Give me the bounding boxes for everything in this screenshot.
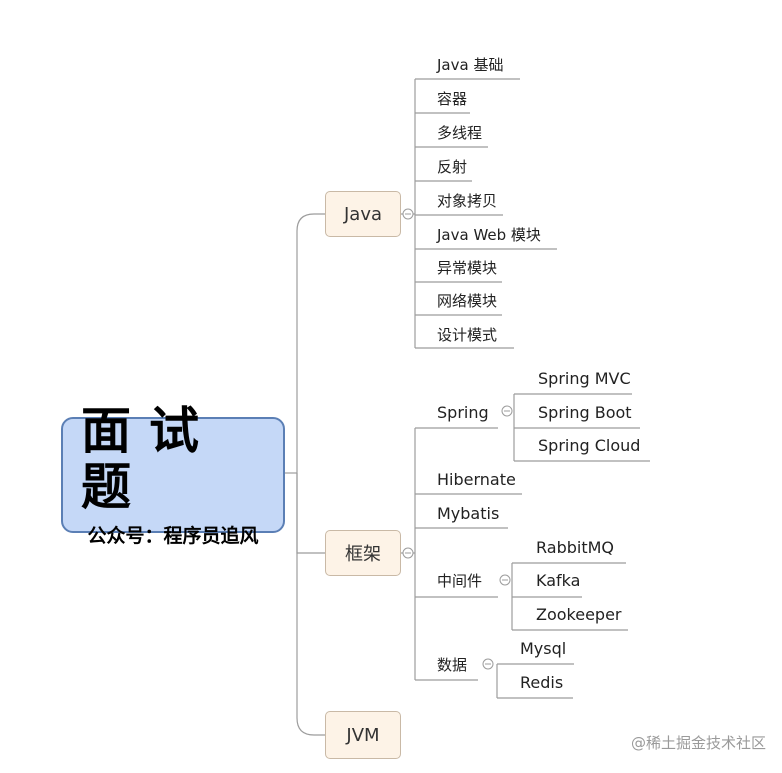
framework-item-spring[interactable]: Spring	[437, 403, 489, 422]
framework-item-middleware[interactable]: 中间件	[437, 572, 483, 590]
java-item-multithreading[interactable]: 多线程	[437, 124, 483, 142]
java-item-network[interactable]: 网络模块	[437, 292, 498, 310]
spring-item-mvc[interactable]: Spring MVC	[538, 369, 631, 388]
branch-jvm[interactable]: JVM	[325, 711, 401, 759]
spring-item-cloud[interactable]: Spring Cloud	[538, 436, 641, 455]
java-item-exceptions[interactable]: 异常模块	[437, 259, 498, 277]
java-item-containers[interactable]: 容器	[437, 90, 468, 108]
root-subtitle: 公众号：程序员追风	[87, 524, 259, 547]
data-item-redis[interactable]: Redis	[520, 673, 564, 692]
spring-item-boot[interactable]: Spring Boot	[538, 403, 632, 422]
data-item-mysql[interactable]: Mysql	[520, 639, 567, 658]
java-item-java-web[interactable]: Java Web 模块	[437, 226, 541, 244]
framework-item-data[interactable]: 数据	[437, 656, 468, 674]
middleware-item-zookeeper[interactable]: Zookeeper	[536, 605, 622, 624]
watermark: @稀土掘金技术社区	[630, 734, 766, 752]
framework-item-mybatis[interactable]: Mybatis	[437, 504, 500, 523]
root-node[interactable]: 面试题 公众号：程序员追风	[61, 403, 285, 547]
java-item-basics[interactable]: Java 基础	[437, 56, 504, 74]
java-item-object-copy[interactable]: 对象拷贝	[437, 192, 498, 210]
middleware-item-kafka[interactable]: Kafka	[536, 571, 581, 590]
root-title: 面试题	[81, 401, 217, 516]
middleware-item-rabbitmq[interactable]: RabbitMQ	[536, 538, 614, 557]
java-item-design-patterns[interactable]: 设计模式	[437, 326, 498, 344]
branch-framework[interactable]: 框架	[325, 530, 401, 576]
framework-item-hibernate[interactable]: Hibernate	[437, 470, 516, 489]
java-item-reflection[interactable]: 反射	[437, 158, 468, 176]
branch-java[interactable]: Java	[325, 191, 401, 237]
